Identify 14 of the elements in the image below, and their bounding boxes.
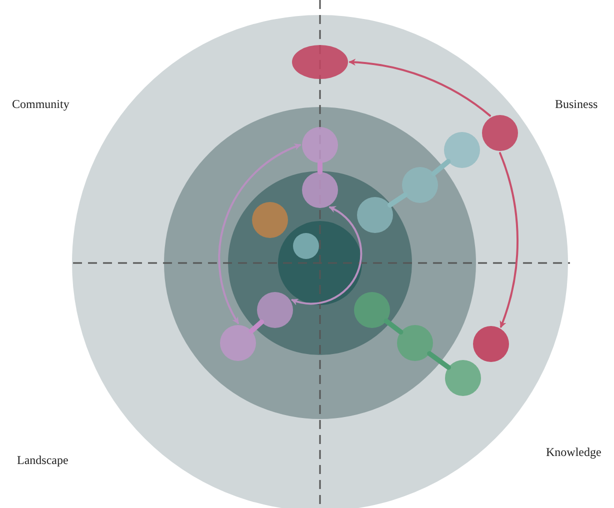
connector-bar: [384, 318, 404, 335]
curved-arrow: [291, 206, 362, 306]
quadrant-label: Knowledge: [546, 444, 602, 461]
quadrant-label: Community: [12, 96, 70, 113]
connector-bar: [248, 319, 264, 334]
quadrant-label: Business: [555, 96, 598, 113]
connector-bar: [318, 160, 322, 174]
curved-arrow: [348, 59, 491, 117]
curved-arrow: [499, 152, 519, 328]
connector-bar: [387, 192, 408, 208]
connector-bar: [427, 351, 451, 370]
connector-bar: [431, 159, 451, 176]
quadrant-label: Landscape: [17, 452, 68, 469]
curved-arrow: [218, 144, 302, 324]
